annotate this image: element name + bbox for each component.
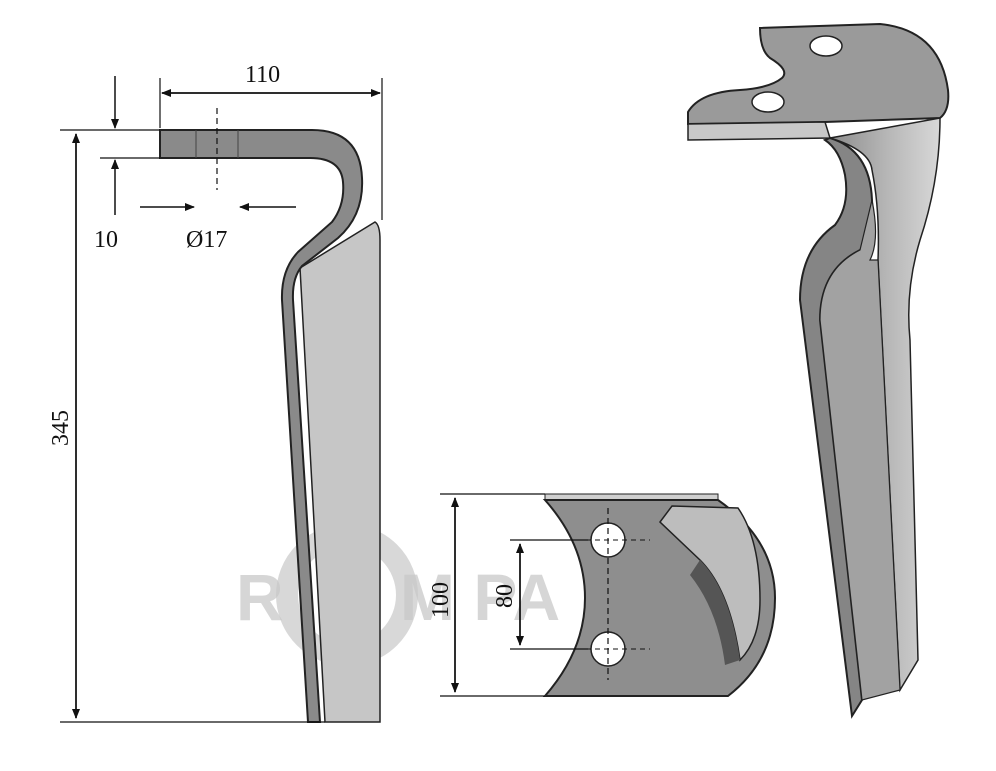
persp-hole-rear xyxy=(809,35,843,57)
blade-strip xyxy=(159,129,364,723)
flange-view xyxy=(542,493,777,697)
dim-label-17: Ø17 xyxy=(186,227,227,253)
persp-flange-edge xyxy=(687,121,832,141)
dimension-17: Ø17 xyxy=(140,203,296,253)
dim-label-10: 10 xyxy=(94,227,118,253)
blade-face xyxy=(299,221,381,723)
persp-blade-mid xyxy=(819,199,901,701)
flange-blade-shadow xyxy=(690,560,740,665)
dimension-80: 80 xyxy=(492,539,588,650)
dim-label-80: 80 xyxy=(492,584,518,608)
dimension-345: 345 xyxy=(48,133,325,723)
dimension-110: 110 xyxy=(159,62,383,220)
dim-label-100: 100 xyxy=(428,582,454,618)
watermark-text-right: M PA xyxy=(400,560,560,634)
side-view-blade xyxy=(159,108,381,723)
dimension-10: 10 xyxy=(60,76,160,253)
dim-label-110: 110 xyxy=(245,62,280,88)
perspective-blade xyxy=(687,22,950,719)
persp-hole-front xyxy=(751,91,785,113)
persp-blade-face xyxy=(829,117,941,693)
watermark-text-left: R xyxy=(236,560,284,634)
dim-label-345: 345 xyxy=(48,410,74,446)
dimension-100: 100 xyxy=(428,493,545,697)
